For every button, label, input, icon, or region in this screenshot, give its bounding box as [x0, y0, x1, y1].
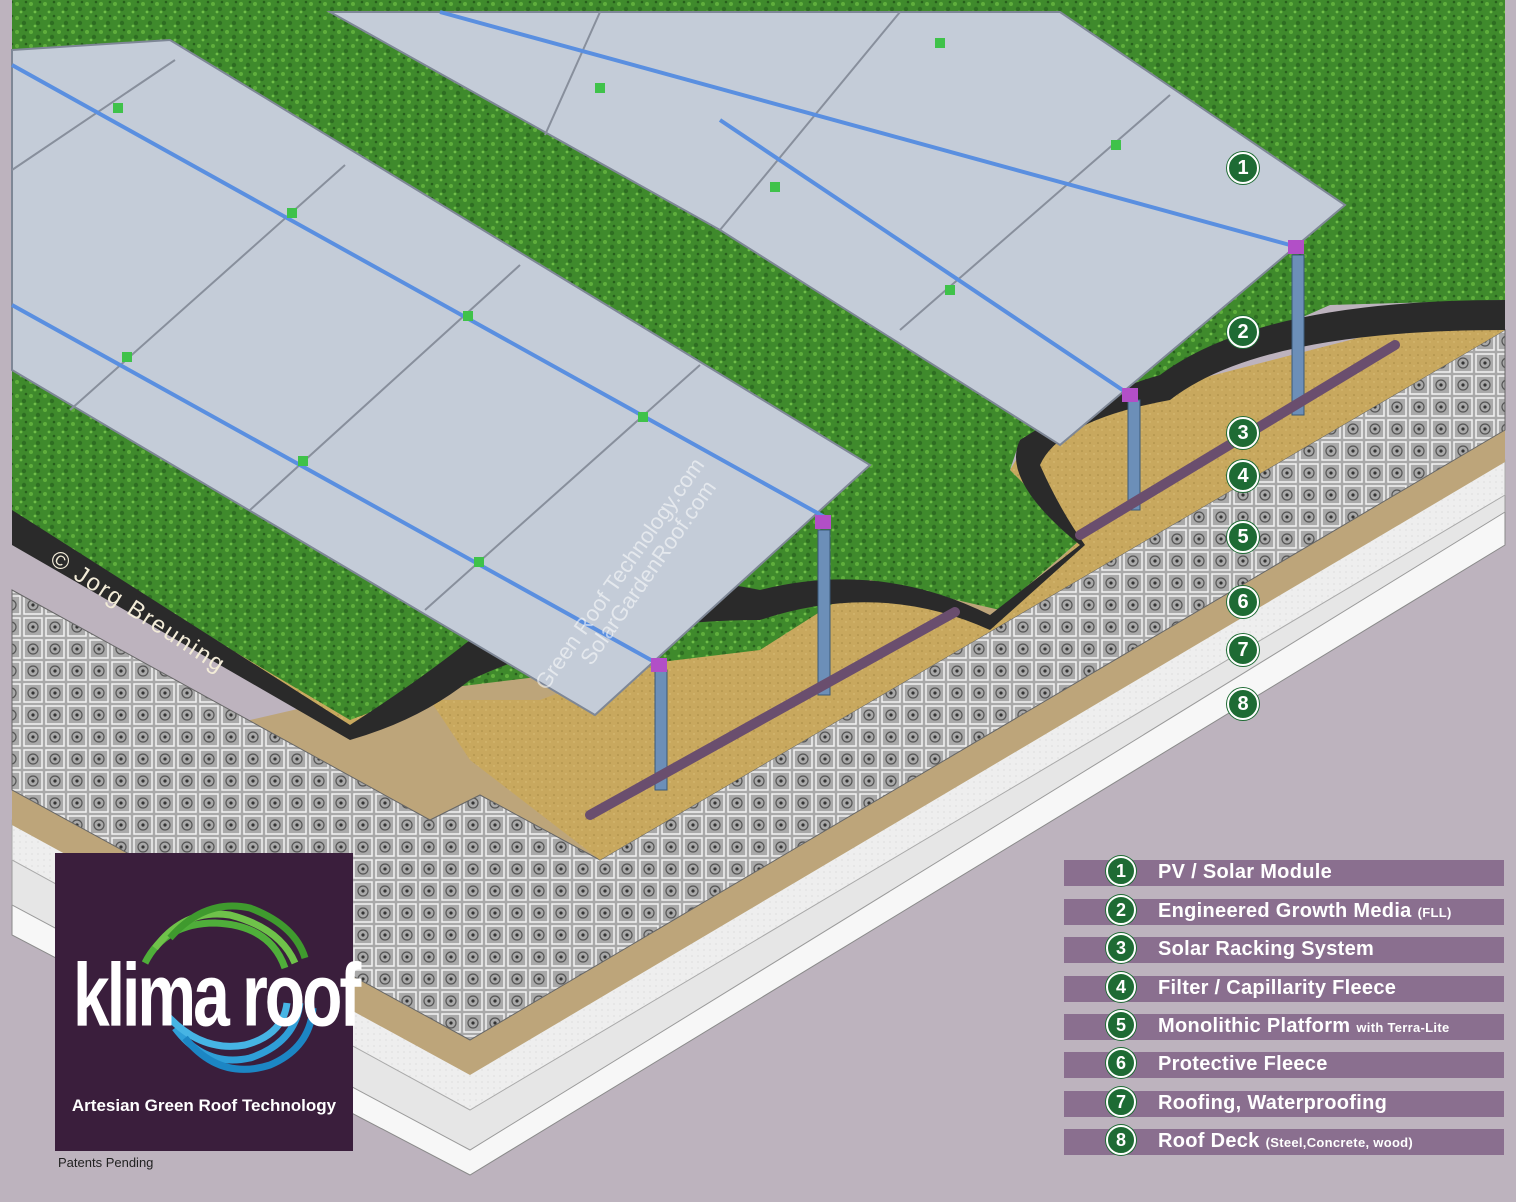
legend-item-filter-fleece: 4 Filter / Capillarity Fleece — [1064, 972, 1504, 1002]
solar-array-left-rails — [11, 63, 831, 667]
legend-number: 3 — [1106, 933, 1136, 963]
rack-caps — [651, 240, 1304, 672]
solar-array-right-rails — [439, 10, 1291, 397]
rail-clips — [113, 38, 1121, 567]
legend-item-solar-racking: 3 Solar Racking System — [1064, 933, 1504, 963]
logo-tagline: Artesian Green Roof Technology — [71, 1096, 337, 1115]
legend-number: 7 — [1106, 1087, 1136, 1117]
callout-3: 3 — [1227, 417, 1259, 449]
legend-label: Solar Racking System — [1158, 938, 1375, 960]
racking-posts — [654, 254, 1305, 791]
patents-note: Patents Pending — [58, 1155, 154, 1170]
legend-note: (FLL) — [1417, 905, 1452, 920]
solar-array-left-grid — [11, 59, 701, 611]
legend-label: Roof Deck — [1158, 1130, 1260, 1152]
legend-label: Roofing, Waterproofing — [1158, 1092, 1388, 1114]
callout-2: 2 — [1227, 316, 1259, 348]
klima-roof-logo: klima roof Artesian Green Roof Technolog… — [55, 853, 361, 1151]
legend-note: (Steel,Concrete, wood) — [1265, 1135, 1414, 1150]
legend-label: Engineered Growth Media — [1158, 900, 1412, 922]
callout-4: 4 — [1227, 460, 1259, 492]
legend-label: Monolithic Platform — [1158, 1015, 1351, 1037]
legend-label: PV / Solar Module — [1158, 861, 1333, 883]
legend-item-roofing: 7 Roofing, Waterproofing — [1064, 1087, 1504, 1117]
legend-label: Protective Fleece — [1158, 1053, 1328, 1075]
legend-number: 5 — [1106, 1010, 1136, 1040]
legend-number: 8 — [1106, 1125, 1136, 1155]
legend-item-monolithic-platform: 5 Monolithic Platform with Terra-Lite — [1064, 1010, 1504, 1040]
callout-5: 5 — [1227, 521, 1259, 553]
legend-number: 6 — [1106, 1048, 1136, 1078]
legend-note: with Terra-Lite — [1356, 1020, 1450, 1035]
legend-item-pv-solar-module: 1 PV / Solar Module — [1064, 856, 1504, 886]
callout-8: 8 — [1227, 688, 1259, 720]
legend-number: 4 — [1106, 972, 1136, 1002]
legend-label: Filter / Capillarity Fleece — [1158, 977, 1397, 999]
logo-wordmark: klima roof — [73, 944, 361, 1045]
callout-1: 1 — [1227, 152, 1259, 184]
legend-number: 1 — [1106, 856, 1136, 886]
legend-item-growth-media: 2 Engineered Growth Media (FLL) — [1064, 895, 1504, 925]
callout-7: 7 — [1227, 634, 1259, 666]
solar-array-left — [11, 38, 872, 717]
legend-item-roof-deck: 8 Roof Deck (Steel,Concrete, wood) — [1064, 1125, 1504, 1155]
callout-6: 6 — [1227, 586, 1259, 618]
fingerprint-swirl-icon — [141, 902, 317, 1073]
legend-number: 2 — [1106, 895, 1136, 925]
legend-item-protective-fleece: 6 Protective Fleece — [1064, 1048, 1504, 1078]
solar-array-right — [326, 11, 1347, 447]
